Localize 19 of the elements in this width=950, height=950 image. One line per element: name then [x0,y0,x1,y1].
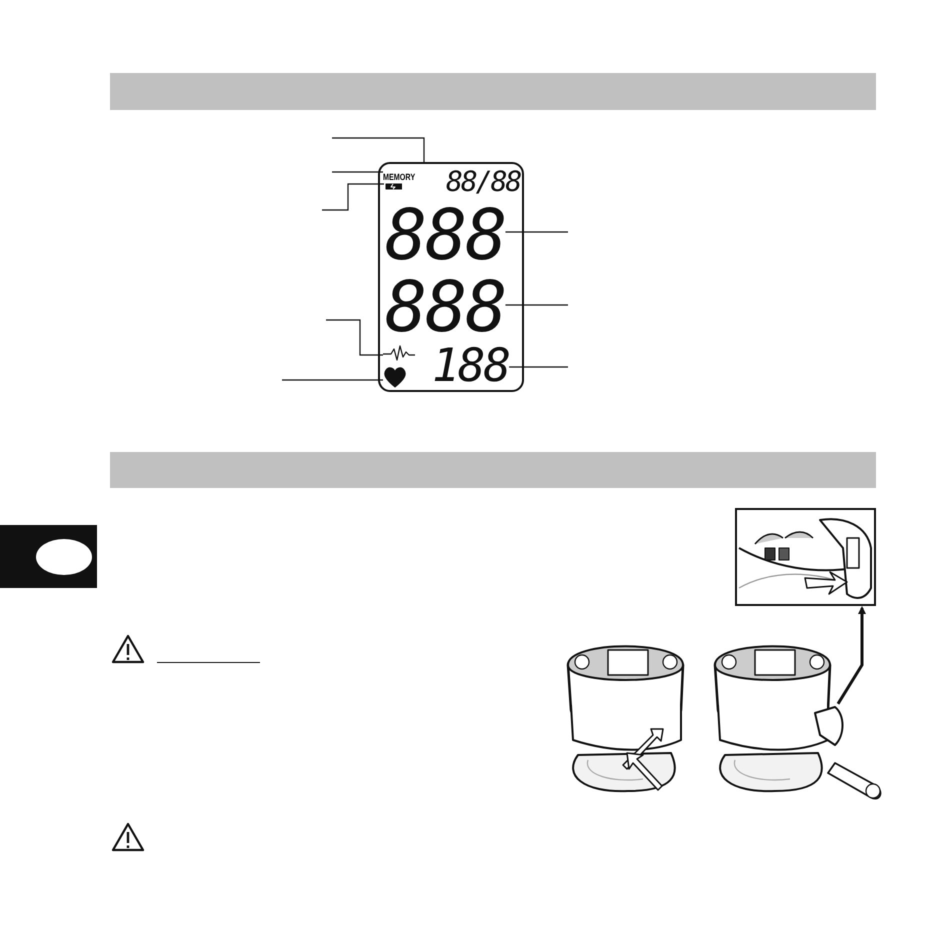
date-time-digits: 88/88 [446,168,520,196]
leader-line [332,137,425,162]
battery-compartment-drawing [735,508,876,606]
systolic-digits: 888 [385,200,506,270]
leader-line [332,171,383,173]
pulse-wave-icon [383,345,415,361]
arrow [836,606,866,705]
leader-line [509,366,568,368]
heart-icon [383,366,407,388]
leader-line [282,379,383,381]
leader-line [505,304,568,306]
lcd-display [378,162,524,392]
memory-indicator: MEMORY [383,172,416,182]
leader-line [326,319,383,356]
leader-line [322,183,384,211]
leader-line [505,231,568,233]
diastolic-digits: 888 [385,272,506,342]
battery-icon [384,183,402,190]
pulse-digits: 188 [432,342,510,388]
